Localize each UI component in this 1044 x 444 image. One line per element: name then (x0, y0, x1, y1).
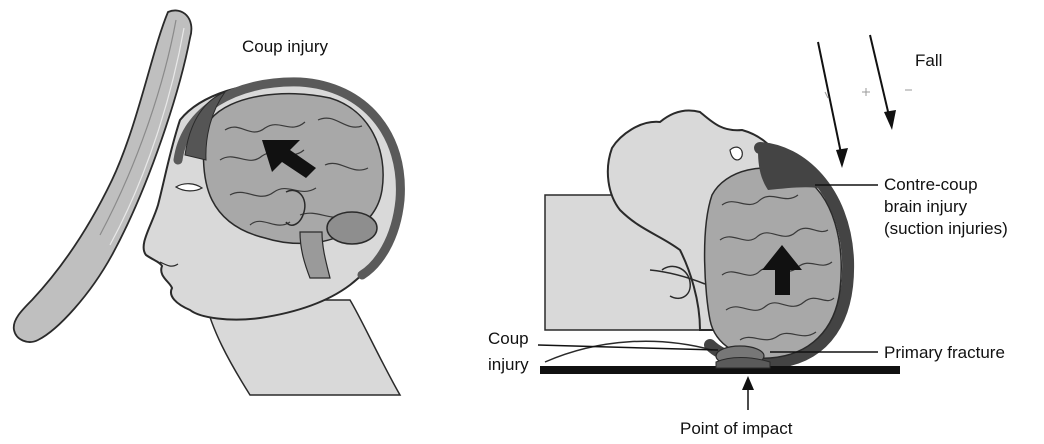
left-illustration: Coup injury (14, 10, 401, 395)
point-of-impact-label: Point of impact (680, 419, 793, 438)
right-pillow-outline (545, 341, 712, 362)
fall-artifacts (825, 88, 912, 98)
coup-injury-label: Coup injury (242, 37, 328, 56)
point-of-impact-arrowhead (742, 376, 754, 390)
coup-label-line2: injury (488, 355, 529, 374)
coup-label-line1: Coup (488, 329, 529, 348)
left-cerebellum (327, 212, 377, 244)
right-illustration: Fall Contre-coup brain injury (suction i… (488, 35, 1008, 438)
fall-label: Fall (915, 51, 942, 70)
primary-fracture-label: Primary fracture (884, 343, 1005, 362)
fall-arrows (818, 35, 896, 168)
contre-coup-label-line1: Contre-coup (884, 175, 978, 194)
contre-coup-label-line3: (suction injuries) (884, 219, 1008, 238)
contre-coup-label-line2: brain injury (884, 197, 968, 216)
